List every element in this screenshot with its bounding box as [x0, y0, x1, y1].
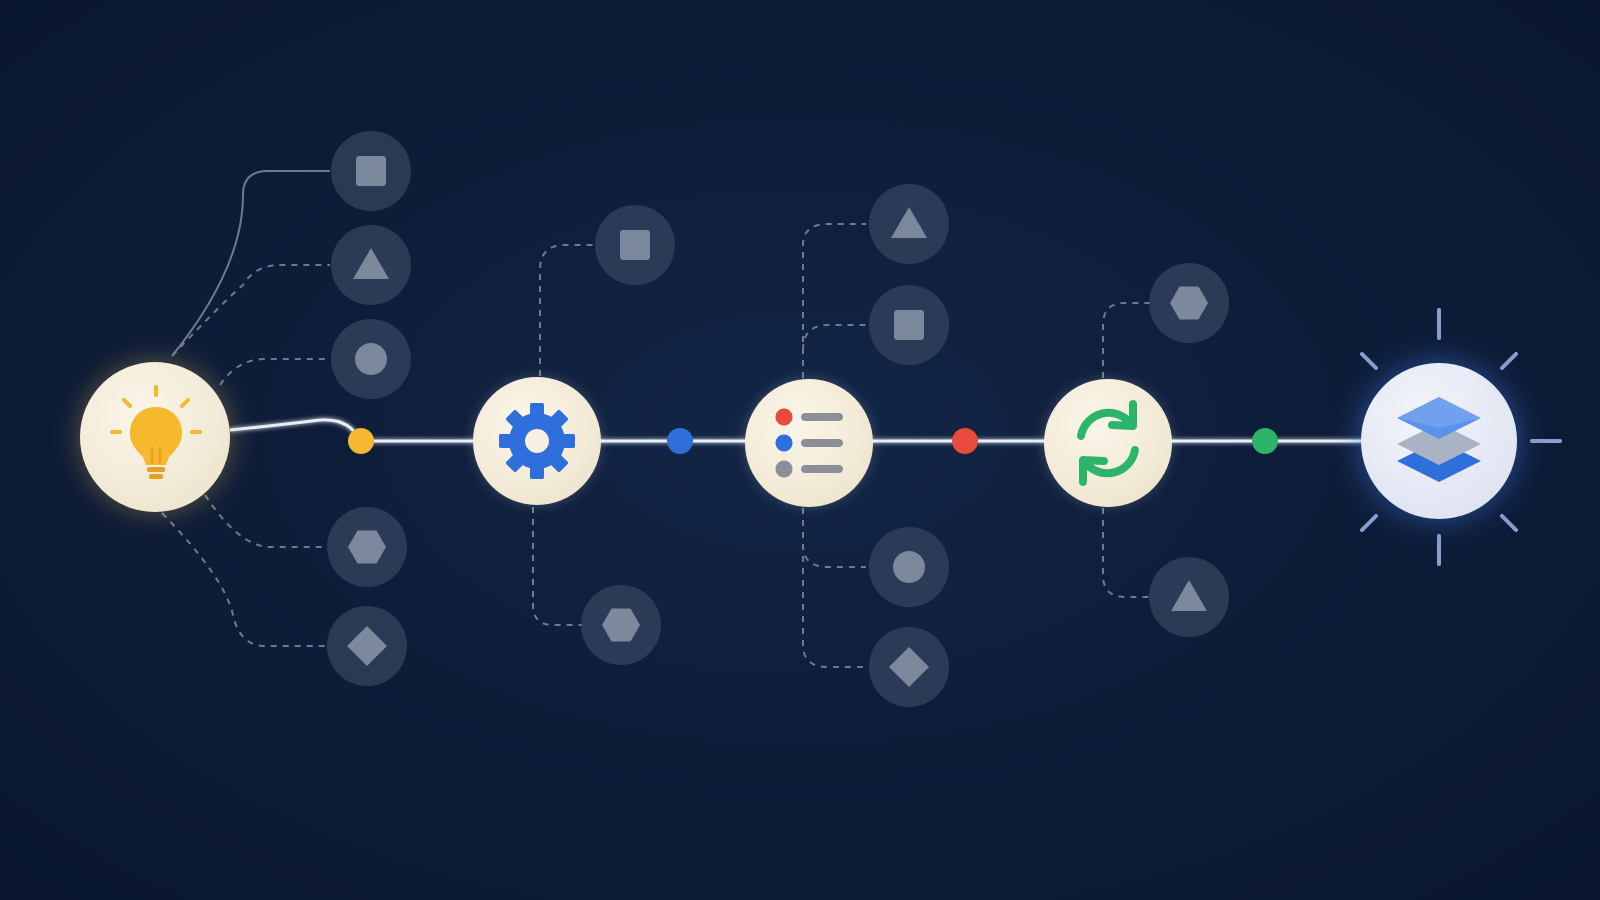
- triangle-icon: [891, 207, 927, 238]
- connector-configure-hexagon: [532, 507, 583, 626]
- connector-list-triangle: [802, 223, 866, 378]
- connector-dot-list-sync: [952, 428, 978, 454]
- stage-node-configure[interactable]: [473, 377, 601, 505]
- branch-shapes: [327, 131, 1229, 707]
- connector-dot-sync-layers: [1252, 428, 1278, 454]
- connector-list-square: [802, 324, 866, 351]
- square-icon: [356, 156, 386, 186]
- square-icon: [894, 310, 924, 340]
- branch-node-sync-triangle[interactable]: [1149, 557, 1229, 637]
- branch-node-list-square[interactable]: [869, 285, 949, 365]
- branch-node-sync-hexagon[interactable]: [1149, 263, 1229, 343]
- diamond-icon: [889, 647, 929, 687]
- connector-idea-circle: [219, 357, 330, 386]
- list-icon: [775, 408, 843, 478]
- stage-node-idea[interactable]: [80, 362, 230, 512]
- triangle-icon: [1171, 580, 1207, 611]
- branch-node-idea-circle[interactable]: [331, 319, 411, 399]
- branch-node-list-triangle[interactable]: [869, 184, 949, 264]
- branch-node-idea-triangle[interactable]: [331, 225, 411, 305]
- branch-node-idea-hexagon[interactable]: [327, 507, 407, 587]
- branch-node-idea-diamond[interactable]: [327, 606, 407, 686]
- hexagon-icon: [1170, 286, 1208, 320]
- layers-icon: [1397, 397, 1481, 482]
- branch-node-list-circle[interactable]: [869, 527, 949, 607]
- connector-sync-hexagon: [1102, 302, 1150, 378]
- stage-node-list[interactable]: [745, 379, 873, 507]
- connector-list-circle: [802, 508, 866, 568]
- circle-icon: [893, 551, 925, 583]
- connector-sync-triangle: [1102, 508, 1150, 598]
- hexagon-icon: [602, 608, 640, 642]
- branch-connectors: [161, 170, 1150, 668]
- square-icon: [620, 230, 650, 260]
- connector-dot-configure-list: [667, 428, 693, 454]
- hexagon-icon: [348, 530, 386, 564]
- lightbulb-icon: [110, 385, 202, 479]
- connector-list-diamond: [802, 508, 866, 668]
- connector-configure-square: [539, 244, 595, 376]
- connector-idea-square: [171, 170, 330, 357]
- branch-node-configure-square[interactable]: [595, 205, 675, 285]
- triangle-icon: [353, 248, 389, 279]
- stage-node-sync[interactable]: [1044, 379, 1172, 507]
- connector-idea-triangle: [171, 264, 330, 357]
- spine-curve-idea: [229, 418, 362, 442]
- refresh-icon: [1077, 400, 1139, 486]
- branch-node-list-diamond[interactable]: [869, 627, 949, 707]
- circle-icon: [355, 343, 387, 375]
- diamond-icon: [347, 626, 387, 666]
- branch-node-configure-hexagon[interactable]: [581, 585, 661, 665]
- stage-node-layers[interactable]: [1360, 308, 1562, 566]
- branch-node-idea-square[interactable]: [331, 131, 411, 211]
- connector-dot-idea-configure: [348, 428, 374, 454]
- gear-icon: [499, 403, 575, 479]
- stage-nodes: [80, 308, 1562, 566]
- connector-idea-hexagon: [204, 494, 325, 548]
- highlight-rays: [1360, 308, 1562, 566]
- connector-dots: [348, 428, 1278, 454]
- connector-idea-diamond: [161, 512, 325, 647]
